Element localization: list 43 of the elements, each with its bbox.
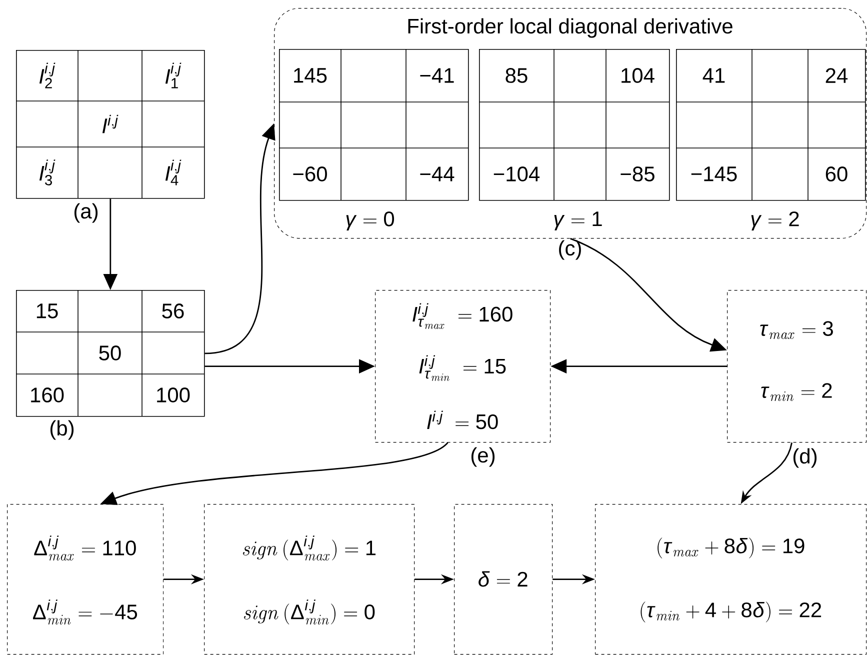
- cell-value: 104: [622, 68, 654, 83]
- cell-value: 100: [157, 388, 190, 402]
- formula-line: $\mathit{sign}\,(\Delta^{i,j}_{\mathit{max}}) = 1$: [243, 536, 376, 560]
- cell-value: 145: [294, 68, 327, 83]
- panel-label: $\gamma = 0$: [346, 212, 394, 230]
- formula-line: $I^{i,j}_{\tau_{\mathit{min}}} \;= 15$: [419, 355, 506, 381]
- cell-value: −145: [691, 166, 737, 182]
- formula-line: $\tau_{\mathit{min}} = 2$: [761, 383, 832, 402]
- formula-line: $\delta = 2$: [478, 571, 528, 587]
- formula-line: $I^{i,j} \;= 50$: [427, 410, 498, 430]
- cell-value: $I_3^{i,j}$: [39, 160, 56, 186]
- formula-line: $\tau_{\mathit{max}} = 3$: [760, 321, 833, 340]
- cell-value: 50: [99, 346, 121, 360]
- cell-value: 56: [162, 304, 184, 318]
- panel-label: (e): [471, 447, 495, 467]
- cell-value: −104: [494, 166, 540, 182]
- cell-value: 160: [31, 388, 64, 402]
- formula-line: $\Delta^{i,j}_{\mathit{min}} = -45$: [32, 600, 138, 624]
- panel-label: $\gamma = 2$: [751, 212, 799, 230]
- cell-value: 15: [36, 304, 58, 318]
- formula-line: $(\tau_{\mathit{max}} + 8\delta) = 19$: [658, 538, 804, 558]
- cell-value: $I_4^{i,j}$: [165, 160, 182, 186]
- cell-value: −85: [620, 166, 654, 182]
- cell-value: −41: [420, 68, 454, 83]
- cell-value: $I_2^{i,j}$: [39, 62, 56, 88]
- panel-title: First-order local diagonal derivative: [408, 18, 732, 38]
- cell-value: 85: [506, 68, 528, 83]
- cell-value: 41: [702, 68, 725, 83]
- formula-line: $\mathit{sign}\,(\Delta^{i,j}_{\mathit{min}}) = 0$: [244, 600, 375, 624]
- cell-value: $I^{i,j}$: [102, 114, 118, 134]
- panel-label: (a): [74, 203, 98, 223]
- formula-line: $I^{i,j}_{\tau_{\mathit{max}}} \;= 160$: [412, 303, 512, 329]
- panel-label: (b): [50, 420, 74, 440]
- cell-value: −60: [293, 166, 327, 182]
- formula-line: $(\tau_{\mathit{min}} + 4 + 8\delta) = 22$: [640, 602, 822, 622]
- cell-value: 24: [826, 68, 848, 83]
- formula-line: $\Delta^{i,j}_{\mathit{max}} = 110$: [34, 536, 136, 560]
- panel-label: (c): [559, 240, 581, 260]
- cell-value: −44: [420, 166, 454, 182]
- cell-value: 60: [826, 166, 848, 182]
- panel-label: (d): [793, 448, 817, 468]
- cell-value: $I_1^{i,j}$: [165, 62, 182, 88]
- panel-label: $\gamma = 1$: [554, 212, 602, 230]
